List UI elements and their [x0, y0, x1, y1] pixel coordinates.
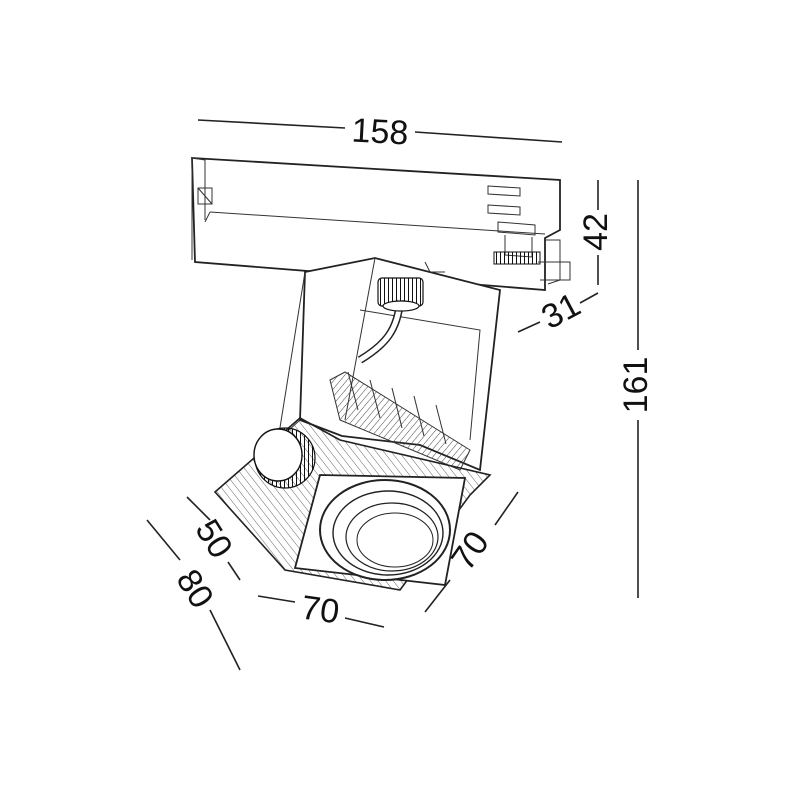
dim-total-height: 161: [617, 357, 655, 414]
dim-adapter-depth: 31: [535, 286, 586, 337]
dim-adapter-height: 42: [577, 213, 615, 251]
dim-head-depth-front: 50: [188, 513, 240, 565]
dim-head-width: 70: [299, 589, 342, 632]
track-adapter: [191, 157, 571, 291]
dim-track-length: 158: [351, 112, 410, 153]
dimension-lines: [146, 119, 639, 671]
dim-head-depth-total: 80: [169, 563, 221, 615]
lamp-head: [213, 371, 492, 591]
